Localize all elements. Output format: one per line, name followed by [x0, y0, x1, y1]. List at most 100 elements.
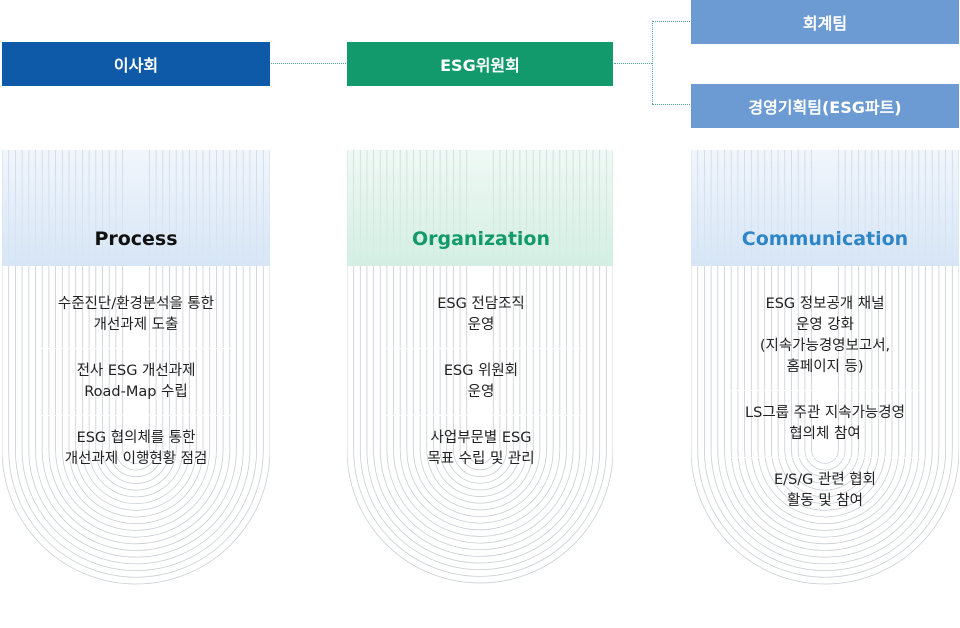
pattern-arc: [691, 150, 959, 585]
pattern-arc: [406, 150, 554, 524]
process-item: 수준진단/환경분석을 통한 개선과제 도출: [57, 296, 215, 333]
pattern-arc: [446, 150, 514, 484]
title-band-tint: [347, 150, 613, 266]
pattern-arc: [730, 150, 920, 545]
pattern-arc: [784, 150, 866, 491]
pattern-arc: [88, 150, 184, 498]
pattern-arc: [48, 150, 224, 538]
pattern-arc: [757, 150, 893, 518]
item-divider: [725, 457, 925, 458]
pattern-arc: [717, 150, 933, 558]
pattern-arc: [95, 150, 177, 491]
communication-pillar-background: [691, 150, 959, 585]
communication-title: Communication: [741, 228, 909, 250]
pattern-arc: [366, 150, 594, 564]
pattern-arc: [439, 150, 521, 491]
accounting-team-box: 회계팀: [691, 0, 959, 44]
item-divider: [381, 415, 581, 416]
pattern-arc: [359, 150, 601, 571]
pattern-arc: [41, 150, 231, 545]
process-pillar-background: [2, 150, 270, 585]
pattern-arc: [75, 150, 197, 511]
title-band-tint: [691, 150, 959, 266]
pattern-arc: [21, 150, 251, 565]
organization-title: Organization: [411, 228, 551, 250]
pattern-arc: [28, 150, 244, 558]
pattern-arc: [724, 150, 926, 551]
pattern-arc: [68, 150, 204, 518]
pattern-arc: [453, 150, 507, 477]
process-pillar: Process 수준진단/환경분석을 통한 개선과제 도출 전사 ESG 개선과…: [2, 150, 270, 600]
pattern-arc: [804, 150, 846, 471]
pattern-arc: [399, 150, 561, 531]
pattern-arc: [373, 150, 587, 557]
pattern-arc: [35, 150, 237, 551]
pattern-arc: [55, 150, 217, 531]
pattern-arc: [82, 150, 190, 504]
pattern-arc: [797, 150, 853, 478]
communication-item: ESG 정보공개 채널 운영 강화 (지속가능경영보고서, 홈페이지 등): [759, 296, 891, 375]
title-band: [347, 150, 613, 266]
esg-committee-box: ESG위원회: [347, 42, 613, 86]
communication-item: E/S/G 관련 협회 활동 및 참여: [774, 472, 876, 509]
pattern-arc: [108, 150, 164, 478]
pattern-arc: [115, 150, 157, 471]
pattern-arc: [419, 150, 541, 511]
pattern-arc: [353, 150, 607, 577]
committee-branch-connector: [614, 63, 652, 64]
pattern-arc: [750, 150, 900, 525]
process-item: ESG 협의체를 통한 개선과제 이행현황 점검: [64, 430, 208, 467]
pattern-arc: [8, 150, 264, 578]
pattern-arc: [704, 150, 946, 571]
pattern-arc: [102, 150, 170, 484]
pattern-arc: [466, 150, 494, 464]
pattern-arc: [791, 150, 859, 484]
planning-team-label: 경영기획팀(ESG파트): [748, 98, 902, 117]
pattern-arc: [744, 150, 906, 531]
title-band: [691, 150, 959, 266]
organization-item: ESG 전담조직 운영: [437, 296, 525, 333]
planning-connector: [652, 104, 690, 105]
title-band-tint: [2, 150, 270, 266]
title-band: [2, 150, 270, 266]
board-committee-connector: [271, 63, 346, 64]
pattern-arc: [393, 150, 567, 537]
branch-vertical-connector: [652, 21, 653, 104]
pattern-arc: [459, 150, 501, 471]
pattern-arc: [15, 150, 257, 571]
organization-item: 사업부문별 ESG 목표 수립 및 관리: [427, 430, 535, 467]
pattern-arc: [737, 150, 913, 538]
organization-pillar: Organization ESG 전담조직 운영 ESG 위원회 운영 사업부문…: [347, 150, 615, 600]
process-item: 전사 ESG 개선과제 Road-Map 수립: [76, 363, 196, 400]
esg-committee-label: ESG위원회: [440, 56, 520, 75]
process-title: Process: [94, 228, 178, 250]
pattern-arc: [771, 150, 879, 504]
pattern-arc: [811, 150, 839, 464]
accounting-team-label: 회계팀: [802, 14, 848, 33]
pattern-arc: [764, 150, 886, 511]
pattern-arc: [61, 150, 211, 525]
pattern-arc: [122, 150, 150, 464]
pattern-arc: [426, 150, 534, 504]
planning-team-box: 경영기획팀(ESG파트): [691, 84, 959, 128]
pattern-arc: [710, 150, 940, 565]
pattern-arc: [777, 150, 873, 498]
pattern-arc: [347, 150, 613, 584]
pattern-arc: [386, 150, 574, 544]
organization-item: ESG 위원회 운영: [443, 363, 519, 400]
communication-item: LS그룹 주관 지속가능경영 협의체 참여: [745, 405, 905, 442]
board-label: 이사회: [113, 56, 159, 75]
accounting-connector: [652, 21, 690, 22]
pattern-arc: [433, 150, 527, 497]
communication-pillar: Communication ESG 정보공개 채널 운영 강화 (지속가능경영보…: [691, 150, 959, 600]
pattern-arc: [413, 150, 547, 517]
process-item-list: 수준진단/환경분석을 통한 개선과제 도출 전사 ESG 개선과제 Road-M…: [2, 292, 270, 472]
communication-item-list: ESG 정보공개 채널 운영 강화 (지속가능경영보고서, 홈페이지 등) LS…: [691, 292, 959, 514]
board-box: 이사회: [2, 42, 270, 86]
pattern-arc: [379, 150, 581, 551]
pattern-arc: [2, 150, 270, 585]
pattern-arc: [697, 150, 953, 578]
item-divider: [725, 390, 925, 391]
item-divider: [381, 348, 581, 349]
organization-pillar-background: [347, 150, 613, 584]
